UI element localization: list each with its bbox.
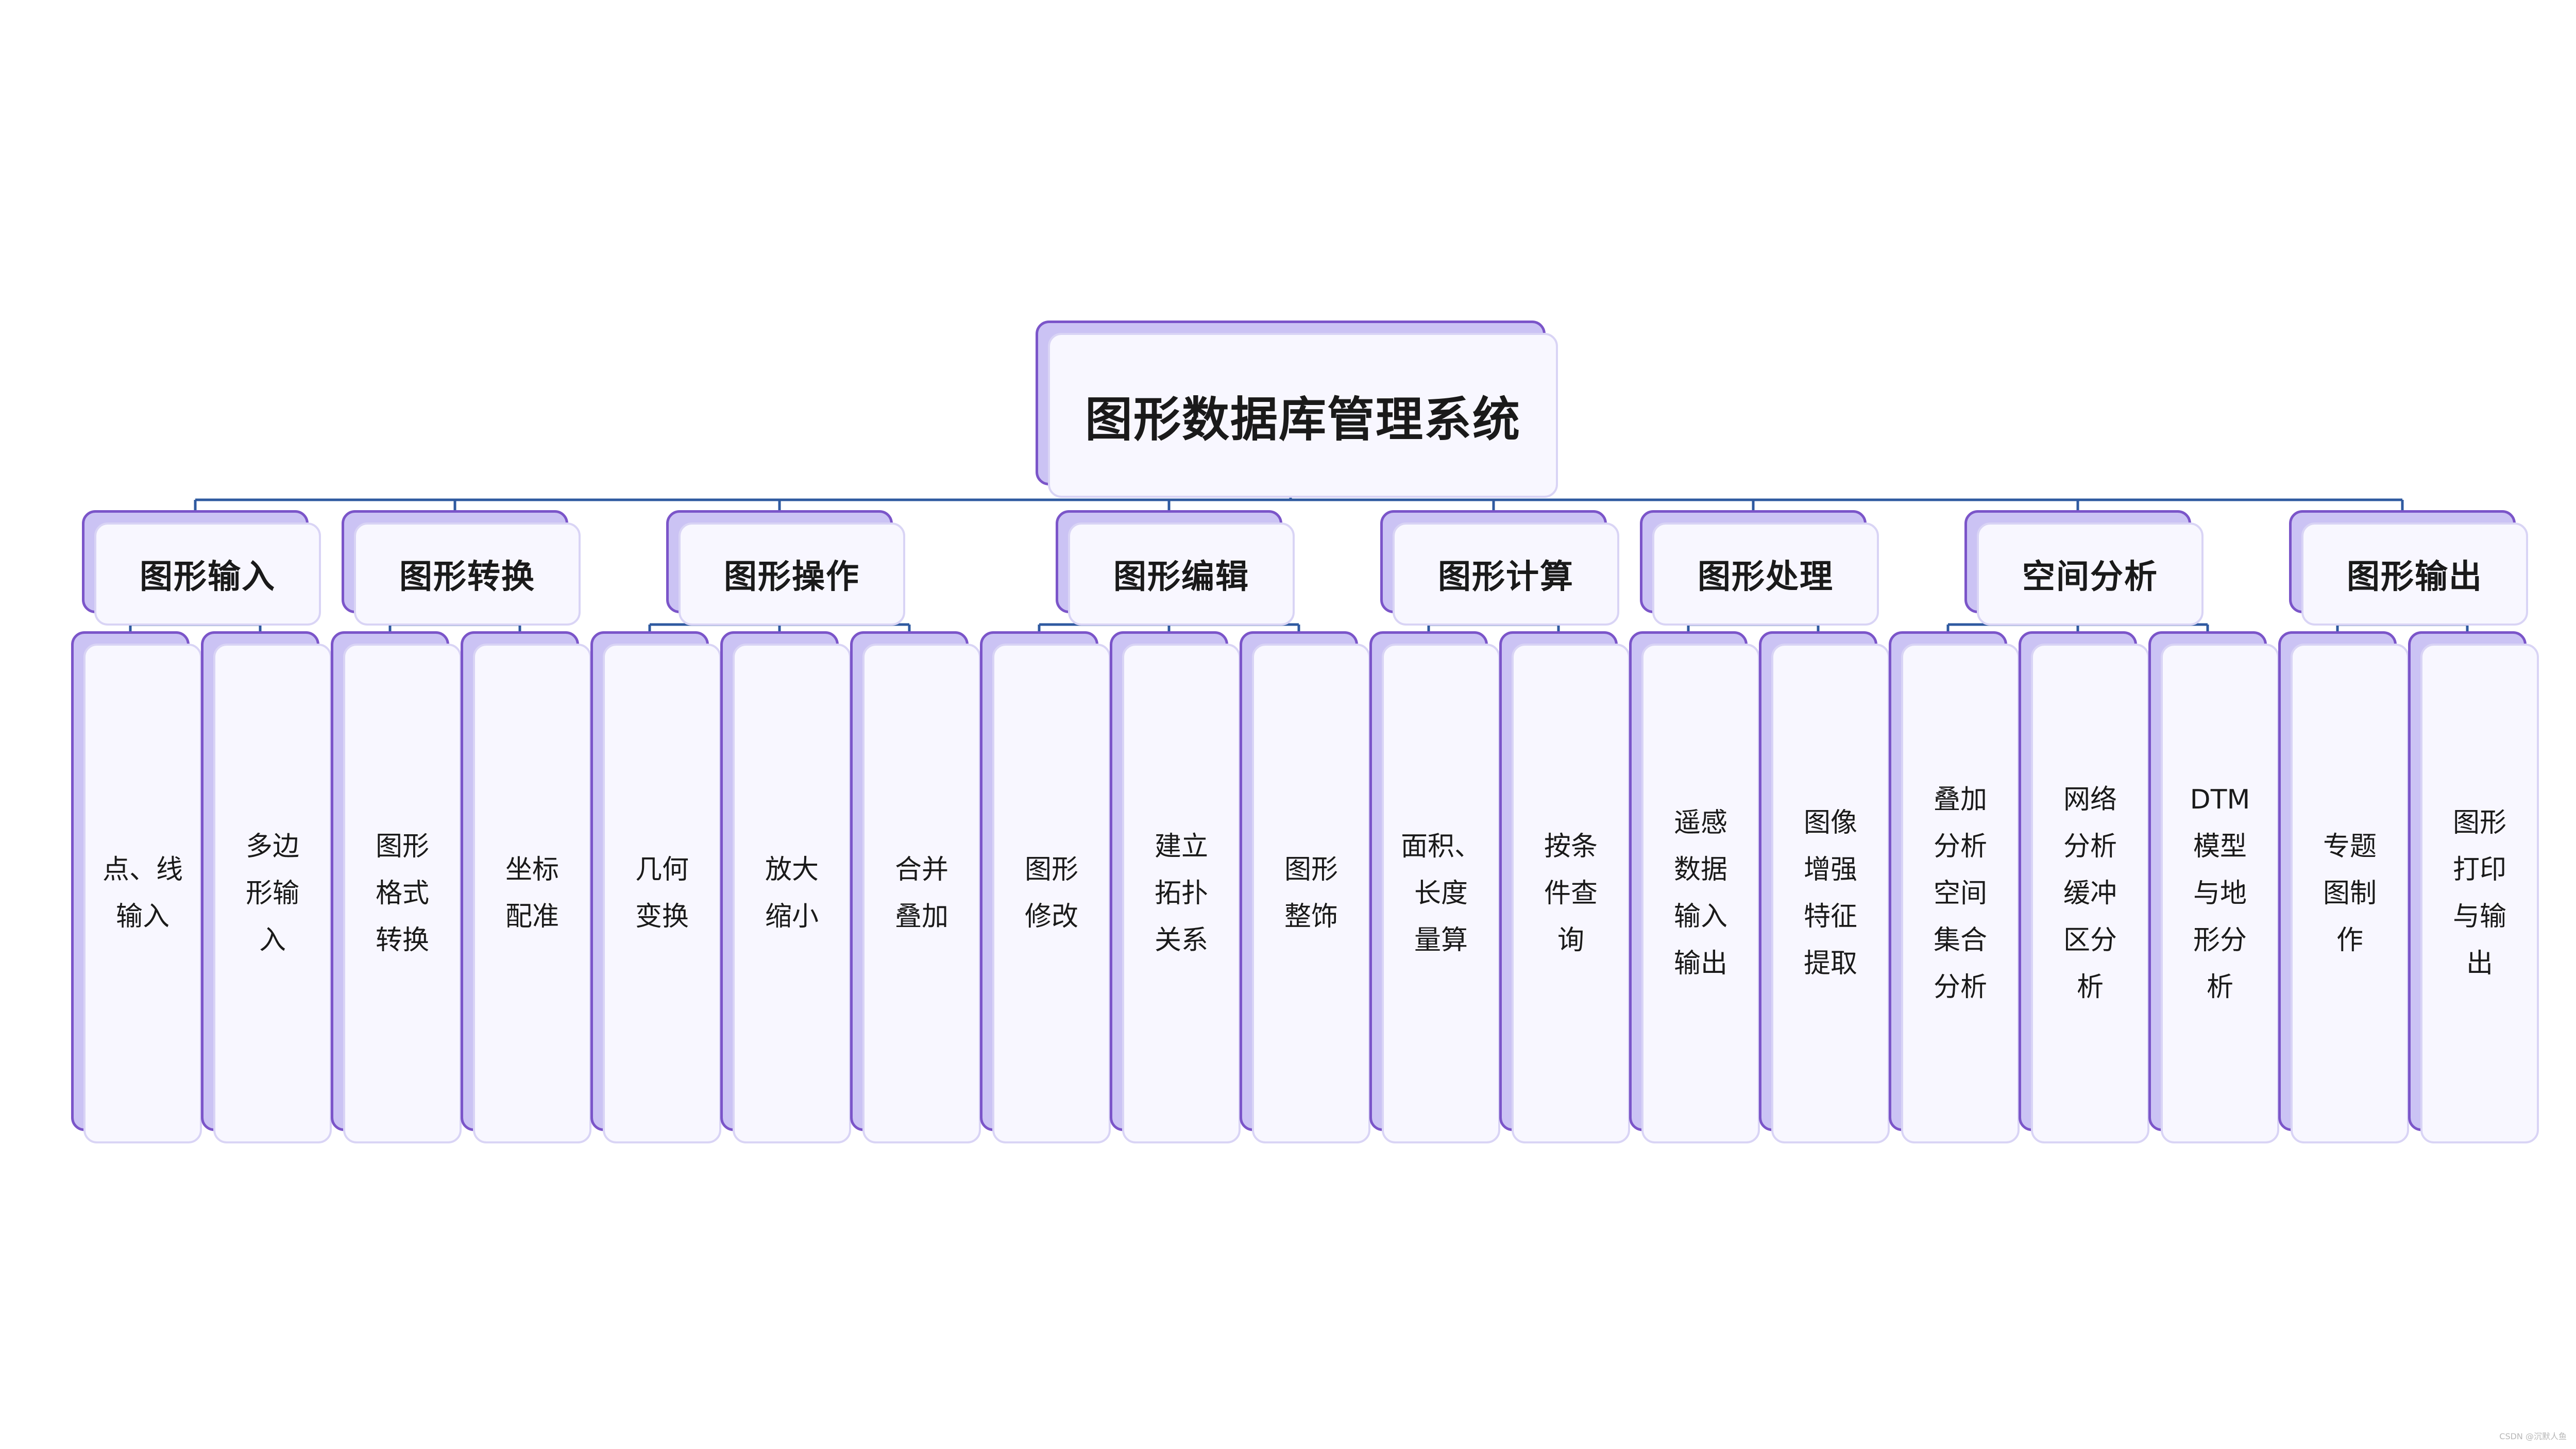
leaf-node: 图像 增强 特征 提取	[1759, 631, 1890, 1143]
category-node: 图形输出	[2289, 510, 2528, 626]
category-node-label: 图形计算	[1393, 523, 1619, 626]
category-node-label: 图形输出	[2301, 523, 2528, 626]
leaf-node-label: 图形 整饰	[1252, 644, 1370, 1143]
category-node: 图形操作	[666, 510, 905, 626]
root-node-label: 图形数据库管理系统	[1048, 333, 1558, 498]
category-node: 空间分析	[1964, 510, 2204, 626]
leaf-node: 多边 形输 入	[201, 631, 332, 1143]
root-node: 图形数据库管理系统	[1036, 321, 1558, 498]
category-node: 图形转换	[342, 510, 581, 626]
leaf-node: 叠加 分析 空间 集合 分析	[1889, 631, 2020, 1143]
category-node: 图形编辑	[1056, 510, 1295, 626]
leaf-node: DTM 模型 与地 形分 析	[2148, 631, 2279, 1143]
leaf-node-label: 图像 增强 特征 提取	[1771, 644, 1890, 1143]
category-node-label: 图形处理	[1652, 523, 1879, 626]
leaf-node: 图形 整饰	[1240, 631, 1370, 1143]
watermark: CSDN @沉默人鱼	[2499, 1431, 2567, 1441]
leaf-node: 遥感 数据 输入 输出	[1629, 631, 1760, 1143]
category-node-label: 图形输入	[94, 523, 321, 626]
leaf-node-label: 几何 变换	[603, 644, 721, 1143]
leaf-node-label: 图形 修改	[992, 644, 1111, 1143]
category-node: 图形计算	[1380, 510, 1619, 626]
leaf-node-label: 遥感 数据 输入 输出	[1641, 644, 1760, 1143]
leaf-node: 放大 缩小	[720, 631, 851, 1143]
leaf-node: 面积、 长度 量算	[1369, 631, 1500, 1143]
leaf-node-label: 网络 分析 缓冲 区分 析	[2031, 644, 2149, 1143]
leaf-node: 合并 叠加	[850, 631, 981, 1143]
category-node: 图形输入	[82, 510, 321, 626]
category-node-label: 图形转换	[354, 523, 581, 626]
category-node-label: 空间分析	[1977, 523, 2204, 626]
leaf-node-label: 面积、 长度 量算	[1382, 644, 1500, 1143]
leaf-node: 几何 变换	[590, 631, 721, 1143]
category-node: 图形处理	[1640, 510, 1879, 626]
leaf-node-label: DTM 模型 与地 形分 析	[2161, 644, 2279, 1143]
category-node-label: 图形操作	[679, 523, 905, 626]
leaf-node-label: 按条 件查 询	[1512, 644, 1630, 1143]
leaf-node: 专题 图制 作	[2278, 631, 2409, 1143]
leaf-node-label: 建立 拓扑 关系	[1122, 644, 1241, 1143]
leaf-node: 图形 修改	[980, 631, 1111, 1143]
leaf-node: 建立 拓扑 关系	[1110, 631, 1241, 1143]
leaf-node-label: 放大 缩小	[733, 644, 851, 1143]
leaf-node-label: 专题 图制 作	[2291, 644, 2409, 1143]
category-node-label: 图形编辑	[1068, 523, 1295, 626]
leaf-node-label: 坐标 配准	[473, 644, 591, 1143]
leaf-node-label: 图形 格式 转换	[343, 644, 462, 1143]
leaf-node-label: 图形 打印 与输 出	[2420, 644, 2539, 1143]
leaf-node: 坐标 配准	[461, 631, 591, 1143]
leaf-node: 网络 分析 缓冲 区分 析	[2019, 631, 2149, 1143]
leaf-node-label: 叠加 分析 空间 集合 分析	[1901, 644, 2020, 1143]
leaf-node: 点、线 输入	[71, 631, 202, 1143]
leaf-node-label: 多边 形输 入	[213, 644, 332, 1143]
leaf-node: 图形 格式 转换	[331, 631, 462, 1143]
leaf-node-label: 点、线 输入	[83, 644, 202, 1143]
leaf-node: 图形 打印 与输 出	[2408, 631, 2539, 1143]
leaf-node: 按条 件查 询	[1499, 631, 1630, 1143]
leaf-node-label: 合并 叠加	[862, 644, 981, 1143]
